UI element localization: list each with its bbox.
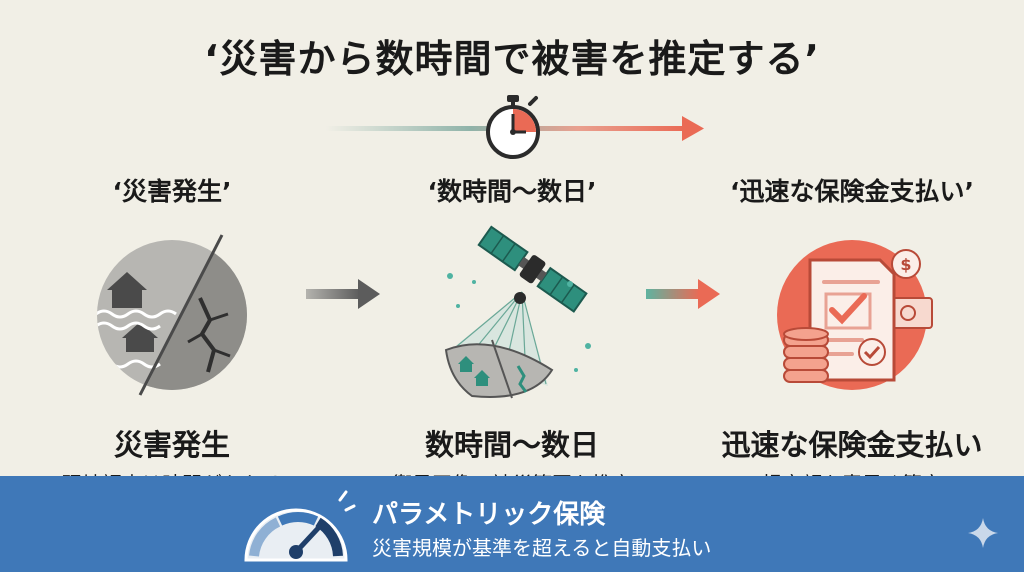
step-heading: ‘迅速な保険金支払い’ — [730, 177, 974, 206]
satellite-icon — [444, 225, 591, 399]
step-name: 迅速な保険金支払い — [721, 428, 983, 462]
footer-subtitle: 災害規模が基準を超えると自動支払い — [372, 536, 712, 560]
sparkle-icon — [968, 518, 998, 548]
step-payout: ‘迅速な保険金支払い’ — [702, 172, 1002, 497]
step-satellite: ‘数時間〜数日’ — [362, 172, 662, 497]
step-name: 数時間〜数日 — [424, 428, 599, 462]
footer-title: パラメトリック保険 — [372, 500, 606, 530]
step-disaster: ‘災害発生’ 災害発生 — [22, 172, 322, 497]
svg-text:$: $ — [900, 255, 911, 274]
step-name: 災害発生 — [113, 428, 230, 462]
stopwatch-icon — [486, 95, 540, 159]
insurance-payout-icon: $ — [777, 240, 933, 390]
step-heading: ‘災害発生’ — [112, 177, 232, 206]
disaster-icon — [97, 234, 247, 396]
timeline — [320, 92, 710, 162]
arrow-right-icon — [306, 279, 380, 309]
footer-banner: パラメトリック保険 災害規模が基準を超えると自動支払い — [0, 476, 1024, 572]
gauge-icon — [244, 490, 356, 562]
step-heading: ‘数時間〜数日’ — [427, 177, 597, 206]
arrow-right-icon — [646, 279, 720, 309]
page-title: ‘災害から数時間で被害を推定する’ — [204, 37, 820, 81]
